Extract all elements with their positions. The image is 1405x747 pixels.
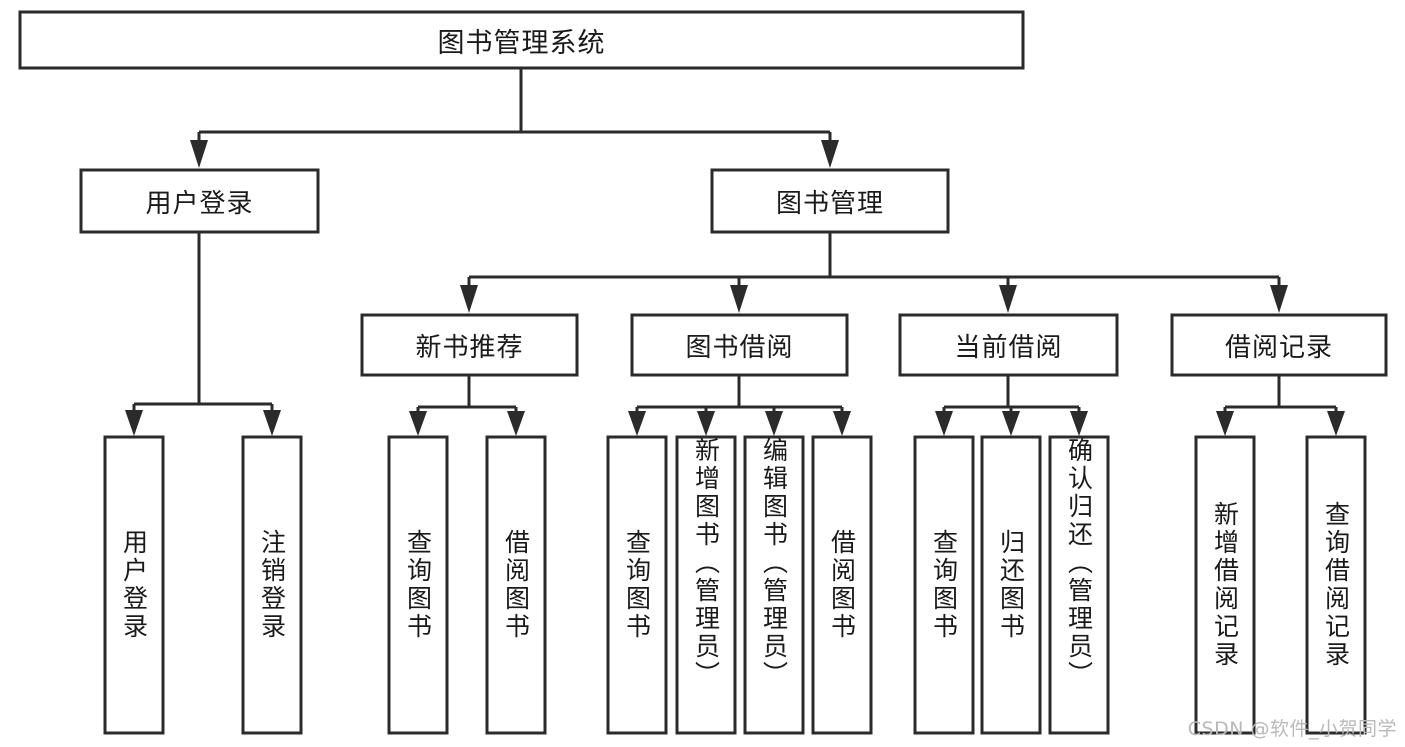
edge-group-root <box>190 68 839 168</box>
arrow-head-book-borrow <box>730 285 748 313</box>
csdn-watermark: CSDN @软件_小贺同学 <box>1187 718 1397 740</box>
node-leaf-user-logout-box[interactable] <box>241 435 303 735</box>
node-root-box[interactable] <box>18 10 1025 70</box>
arrow-head-borrow-record <box>1270 285 1288 313</box>
node-book-borrow-box[interactable] <box>630 313 849 377</box>
edge-group-current-borrow <box>935 375 1088 436</box>
node-user-login-box[interactable] <box>79 168 320 234</box>
node-book-manage-box[interactable] <box>710 168 950 234</box>
arrow-head-new-book-rec <box>460 285 478 313</box>
arrow-head-leaf-query-book-1 <box>409 411 427 436</box>
arrow-head-leaf-query-book-2 <box>628 411 646 436</box>
edge-group-new-book-rec <box>409 375 525 436</box>
arrow-head-leaf-user-logout <box>263 410 281 436</box>
arrow-head-leaf-return-book <box>1002 411 1020 436</box>
edge-group-book-manage <box>460 232 1288 313</box>
node-new-book-rec-box[interactable] <box>360 313 579 377</box>
node-leaf-query-book-1-box[interactable] <box>387 435 449 735</box>
node-leaf-add-record-box[interactable] <box>1194 435 1256 735</box>
arrow-head-user-login <box>190 140 208 168</box>
node-leaf-query-book-2-box[interactable] <box>606 435 668 735</box>
edge-group-borrow-record <box>1216 375 1345 436</box>
node-leaf-return-book-box[interactable] <box>980 435 1042 735</box>
edge-group-book-borrow <box>628 375 851 436</box>
arrow-head-current-borrow <box>999 285 1017 313</box>
node-leaf-edit-book-box[interactable] <box>743 435 805 735</box>
node-leaf-borrow-book-1-box[interactable] <box>485 435 547 735</box>
arrow-head-leaf-add-book <box>697 411 715 436</box>
arrow-head-leaf-add-record <box>1216 411 1234 436</box>
arrow-head-leaf-borrow-book-1 <box>507 411 525 436</box>
node-leaf-add-book-box[interactable] <box>675 435 737 735</box>
node-leaf-user-login-box[interactable] <box>103 435 165 735</box>
arrow-head-leaf-confirm-return <box>1070 411 1088 436</box>
node-current-borrow-box[interactable] <box>898 313 1119 377</box>
node-borrow-record-box[interactable] <box>1170 313 1388 377</box>
node-leaf-confirm-return-box[interactable] <box>1048 435 1110 735</box>
arrow-head-book-manage <box>821 140 839 168</box>
node-leaf-borrow-book-2-box[interactable] <box>811 435 873 735</box>
arrow-head-leaf-query-book-3 <box>935 411 953 436</box>
arrow-head-leaf-edit-book <box>765 411 783 436</box>
edge-group-user-login <box>125 232 281 436</box>
node-leaf-query-book-3-box[interactable] <box>913 435 975 735</box>
node-leaf-query-record-box[interactable] <box>1305 435 1367 735</box>
arrow-head-leaf-borrow-book-2 <box>833 411 851 436</box>
arrow-head-leaf-user-login <box>125 410 143 436</box>
arrow-head-leaf-query-record <box>1327 411 1345 436</box>
